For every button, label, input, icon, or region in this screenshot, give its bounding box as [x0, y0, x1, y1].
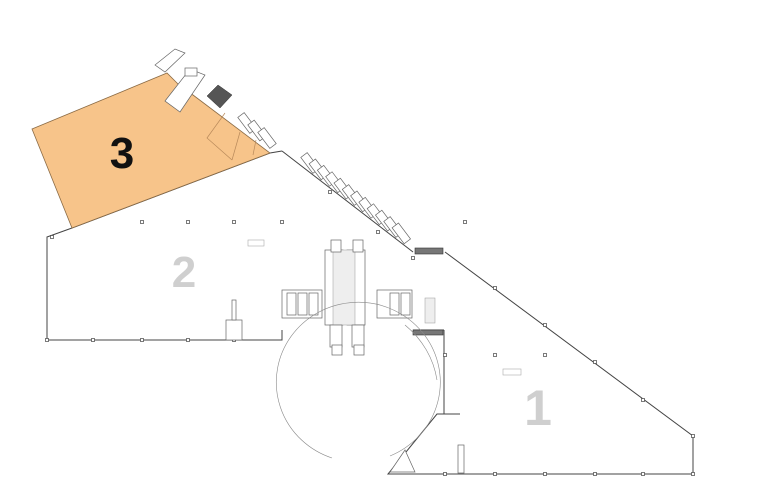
columns	[45, 190, 695, 476]
column	[593, 360, 597, 364]
parking-stalls-upper	[237, 112, 277, 149]
column	[493, 353, 497, 357]
zone-1-label: 1	[524, 380, 552, 436]
column	[691, 472, 695, 476]
diagonal-wall	[281, 150, 414, 253]
column	[443, 472, 447, 476]
column	[376, 230, 380, 234]
column	[641, 472, 645, 476]
column	[91, 338, 95, 342]
zone-3-interior-lines	[206, 112, 257, 161]
zone-2-label: 2	[172, 248, 196, 297]
column	[140, 338, 144, 342]
zone-1[interactable]	[386, 251, 694, 475]
column	[186, 338, 190, 342]
column	[45, 338, 49, 342]
ramp-bar-lower	[412, 329, 444, 336]
column	[691, 434, 695, 438]
parking-stall	[257, 127, 277, 149]
column	[232, 220, 236, 224]
column	[641, 398, 645, 402]
turning-circle	[276, 301, 441, 459]
column	[186, 220, 190, 224]
column	[493, 286, 497, 290]
column	[443, 353, 447, 357]
column	[140, 220, 144, 224]
service-area	[225, 239, 522, 474]
entrance-structure	[154, 48, 233, 113]
column	[463, 220, 467, 224]
column	[543, 472, 547, 476]
column	[328, 190, 332, 194]
column	[493, 472, 497, 476]
turning-arc	[404, 324, 438, 381]
parking-stalls-diagonal	[300, 152, 412, 245]
column	[411, 256, 415, 260]
column	[280, 220, 284, 224]
zone-3-label: 3	[110, 129, 134, 178]
column	[50, 235, 54, 239]
column	[543, 353, 547, 357]
ramp-bar	[414, 247, 444, 255]
column	[543, 323, 547, 327]
loading-docks	[281, 239, 413, 356]
column	[593, 472, 597, 476]
parking-stall	[391, 222, 412, 245]
zone-3-highlight[interactable]	[31, 72, 271, 229]
